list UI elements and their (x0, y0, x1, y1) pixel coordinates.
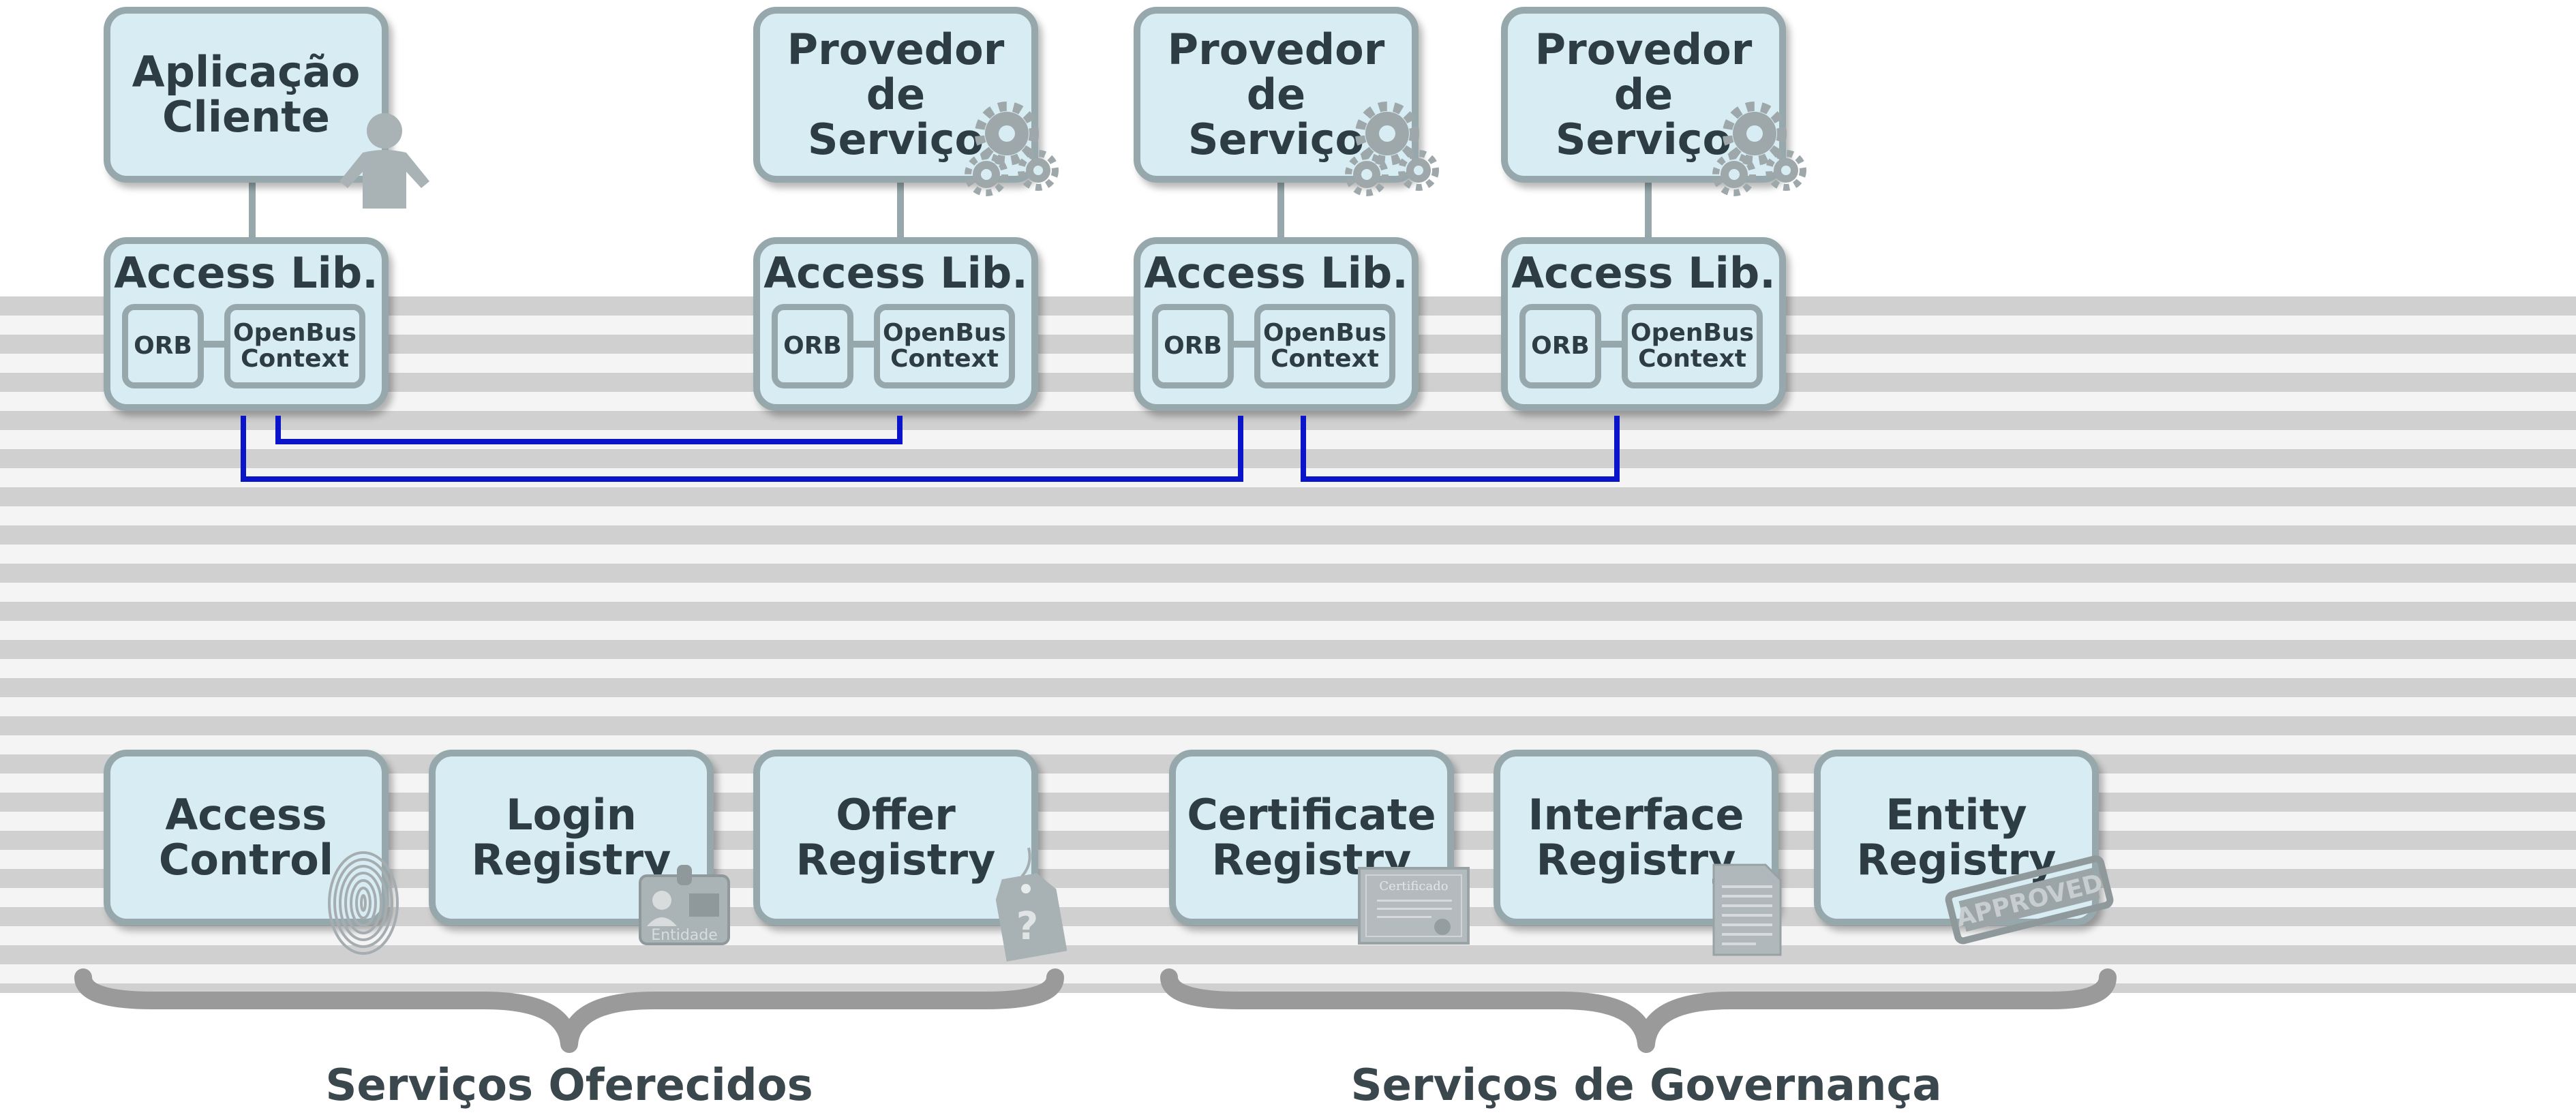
certificate-icon: Certificado (1358, 867, 1470, 945)
provider-3-stem (1645, 181, 1652, 242)
client-application-line2: Cliente (162, 92, 330, 142)
openbus-context-line1: OpenBus (1263, 319, 1387, 347)
login-registry-line2: Registry (471, 835, 671, 885)
provider-1-stem (897, 181, 904, 242)
offered-services-label: Serviços Oferecidos (325, 1060, 813, 1111)
access-lib-box-provider-3: Access Lib. ORB OpenBus Context (1501, 237, 1786, 411)
access-lib-box-provider-1: Access Lib. ORB OpenBus Context (753, 237, 1038, 411)
openbus-context-line1: OpenBus (1631, 319, 1754, 347)
access-lib-title: Access Lib. (1511, 248, 1776, 298)
access-lib-title: Access Lib. (1144, 248, 1408, 298)
openbus-context-line1: OpenBus (233, 319, 357, 347)
fingerprint-icon (328, 851, 399, 955)
offer-registry-line1: Offer (836, 790, 956, 840)
openbus-context-box: OpenBus Context (224, 304, 365, 388)
offer-registry-box: Offer Registry (753, 750, 1038, 925)
id-card-label: Entidade (651, 927, 718, 944)
offer-registry-line2: Registry (795, 835, 996, 885)
service-provider-line1: Provedor de (1167, 25, 1385, 119)
certificate-registry-line1: Certificate (1187, 790, 1436, 840)
openbus-context-line2: Context (241, 345, 349, 373)
orb-context-link (1234, 341, 1254, 348)
orb-box: ORB (122, 304, 204, 388)
approved-stamp-icon: APPROVED (1945, 855, 2114, 945)
interface-registry-line1: Interface (1528, 790, 1744, 840)
service-provider-line2: Serviço (1187, 114, 1365, 164)
entity-registry-line1: Entity (1885, 790, 2027, 840)
openbus-context-box: OpenBus Context (1254, 304, 1395, 388)
certificate-label: Certificado (1379, 879, 1448, 893)
client-application-box: Aplicação Cliente (104, 7, 389, 183)
orb-context-link (204, 341, 224, 348)
openbus-context-box: OpenBus Context (874, 304, 1015, 388)
gears-icon (1345, 102, 1439, 196)
interface-registry-line2: Registry (1536, 835, 1736, 885)
access-lib-title: Access Lib. (114, 248, 378, 298)
access-control-box: Access Control (104, 750, 389, 925)
access-lib-box-provider-2: Access Lib. ORB OpenBus Context (1134, 237, 1419, 411)
orb-box: ORB (1152, 304, 1234, 388)
orb-label: ORB (783, 332, 842, 360)
service-provider-line1: Provedor de (1534, 25, 1753, 119)
access-control-line2: Control (158, 835, 334, 885)
orb-box: ORB (772, 304, 853, 388)
price-tag-icon: ? (995, 847, 1067, 962)
orb-label: ORB (1531, 332, 1590, 360)
openbus-context-line2: Context (1271, 345, 1379, 373)
orb-label: ORB (1164, 332, 1222, 360)
governance-services-label: Serviços de Governança (1350, 1060, 1942, 1111)
openbus-context-line1: OpenBus (883, 319, 1006, 347)
certificate-registry-box: Certificate Registry (1169, 750, 1454, 925)
client-stem (249, 181, 256, 242)
openbus-context-line2: Context (890, 345, 999, 373)
access-lib-title: Access Lib. (763, 248, 1028, 298)
gears-icon (1712, 102, 1806, 196)
service-provider-line2: Serviço (1555, 114, 1732, 164)
orb-label: ORB (134, 332, 192, 360)
person-icon (339, 113, 429, 209)
access-lib-box-client: Access Lib. ORB OpenBus Context (104, 237, 389, 411)
gears-icon (965, 102, 1059, 196)
login-registry-line1: Login (506, 790, 637, 840)
openbus-context-box: OpenBus Context (1622, 304, 1763, 388)
service-provider-line1: Provedor de (787, 25, 1005, 119)
provider-2-stem (1277, 181, 1284, 242)
orb-context-link (1601, 341, 1622, 348)
id-card-icon: Entidade (639, 865, 730, 945)
openbus-context-line2: Context (1638, 345, 1746, 373)
service-provider-line2: Serviço (807, 114, 984, 164)
svg-text:?: ? (1016, 904, 1038, 949)
client-application-line1: Aplicação (132, 47, 361, 97)
document-icon (1712, 863, 1782, 956)
orb-context-link (853, 341, 874, 348)
orb-box: ORB (1519, 304, 1601, 388)
access-control-line1: Access (165, 790, 327, 840)
